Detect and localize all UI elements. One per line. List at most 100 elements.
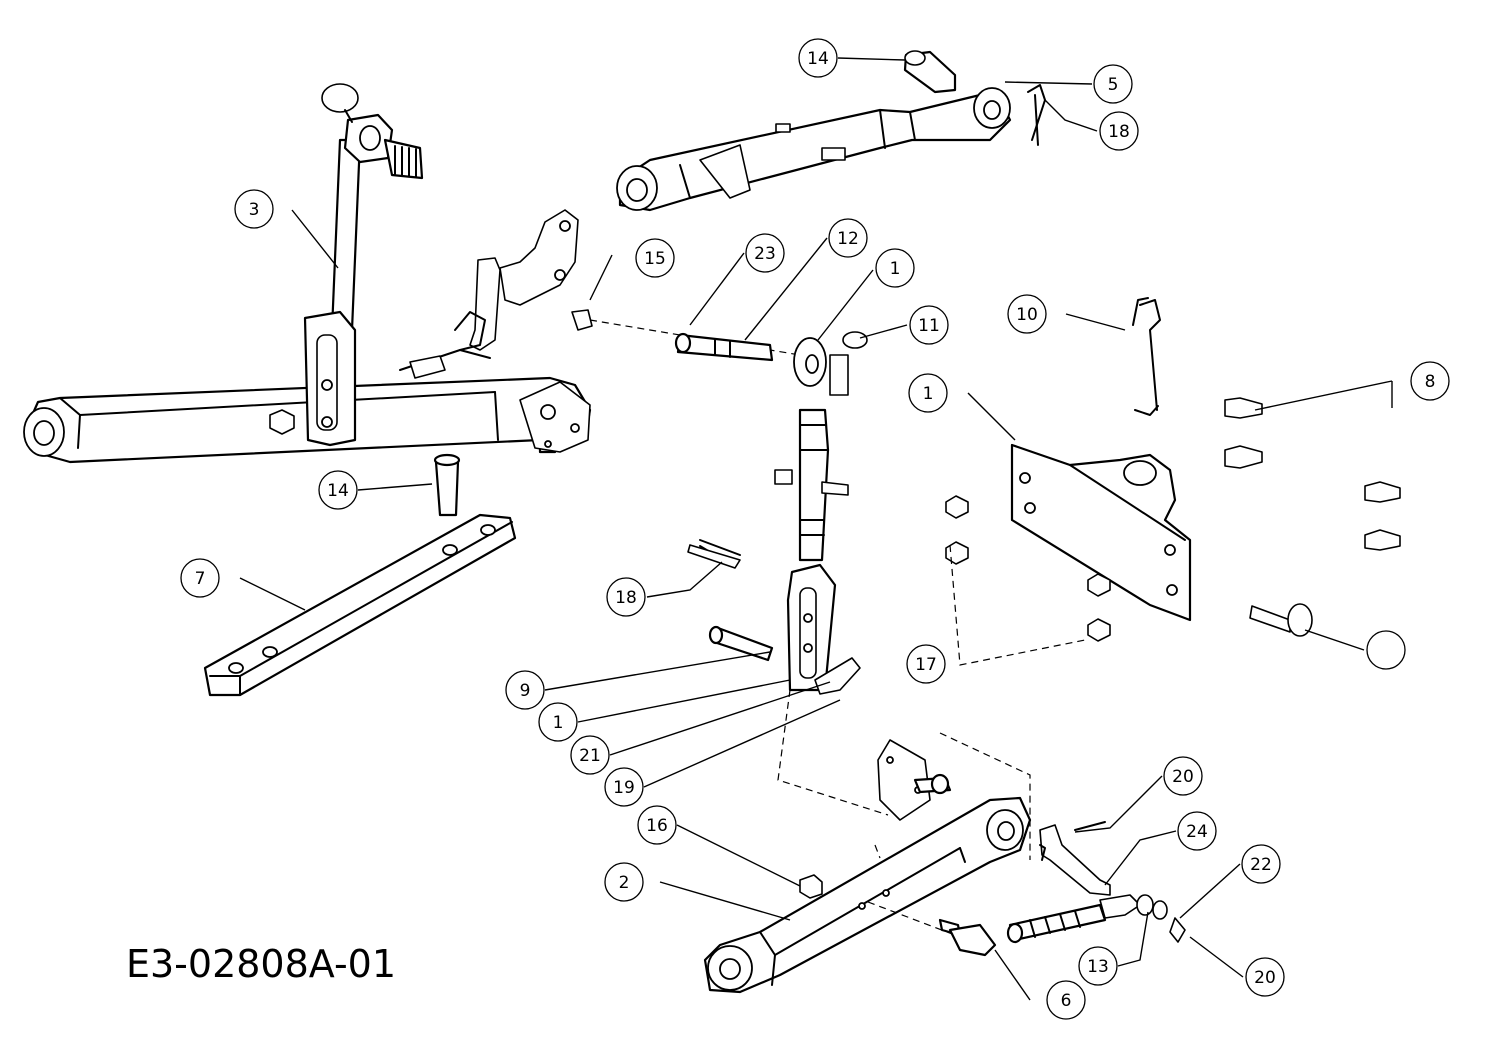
callout-circle bbox=[180, 558, 220, 598]
callout-14-12: 14 bbox=[318, 470, 358, 510]
callout-24-23: 24 bbox=[1177, 811, 1217, 851]
callout-circle bbox=[234, 189, 274, 229]
callout-18-14: 18 bbox=[606, 577, 646, 617]
callout-9-17: 9 bbox=[505, 670, 545, 710]
callout-label: 1 bbox=[553, 713, 564, 733]
callout-circle bbox=[538, 702, 578, 742]
callout-label: 8 bbox=[1425, 372, 1436, 392]
callout-6-28: 6 bbox=[1046, 980, 1086, 1020]
mount-bolts bbox=[945, 397, 1401, 642]
callout-17-16: 17 bbox=[906, 644, 946, 684]
callout-circle bbox=[908, 373, 948, 413]
hitch-pin-right bbox=[1132, 297, 1313, 637]
callout-circle bbox=[798, 38, 838, 78]
drawbar-pin bbox=[433, 453, 461, 517]
callout-15-4: 15 bbox=[635, 238, 675, 278]
callout-20-27: 20 bbox=[1245, 957, 1285, 997]
callout-circle bbox=[1245, 957, 1285, 997]
callout-circle bbox=[1007, 294, 1047, 334]
mount-plate bbox=[1010, 443, 1192, 622]
callout-3-3: 3 bbox=[234, 189, 274, 229]
callout-22-24: 22 bbox=[1241, 844, 1281, 884]
callout-label: 14 bbox=[327, 481, 349, 501]
callout-label: 1 bbox=[890, 259, 901, 279]
callout-label: 18 bbox=[1108, 122, 1130, 142]
callout-blank-15 bbox=[1366, 630, 1406, 670]
callout-circle bbox=[604, 862, 644, 902]
callout-7-13: 7 bbox=[180, 558, 220, 598]
right-lower-lift-arm bbox=[703, 739, 1032, 994]
left-lift-rod bbox=[303, 83, 424, 447]
callout-label: 24 bbox=[1186, 822, 1208, 842]
callout-label: 7 bbox=[195, 569, 206, 589]
callout-circle bbox=[906, 644, 946, 684]
callout-label: 6 bbox=[1061, 991, 1072, 1011]
callout-label: 5 bbox=[1108, 75, 1119, 95]
callout-circle bbox=[1078, 946, 1118, 986]
callout-5-1: 5 bbox=[1093, 64, 1133, 104]
callout-circle bbox=[1099, 111, 1139, 151]
callout-circle bbox=[635, 238, 675, 278]
callout-label: 19 bbox=[613, 778, 635, 798]
callout-label: 12 bbox=[837, 229, 859, 249]
callout-label: 16 bbox=[646, 816, 668, 836]
check-chain-assembly bbox=[938, 821, 1186, 957]
callout-circle bbox=[606, 577, 646, 617]
diagram-code: E3-02808A-01 bbox=[126, 942, 397, 986]
callout-label: 20 bbox=[1254, 968, 1276, 988]
callout-11-9: 11 bbox=[909, 305, 949, 345]
callout-circle bbox=[1177, 811, 1217, 851]
callout-circle bbox=[875, 248, 915, 288]
callout-label: 17 bbox=[915, 655, 937, 675]
callout-label: 11 bbox=[918, 316, 940, 336]
callout-circle bbox=[1241, 844, 1281, 884]
callout-label: 21 bbox=[579, 746, 601, 766]
callout-circle bbox=[505, 670, 545, 710]
callout-19-20: 19 bbox=[604, 767, 644, 807]
top-link bbox=[616, 50, 1046, 212]
center-lift-link bbox=[687, 408, 861, 695]
callout-21-19: 21 bbox=[570, 735, 610, 775]
callout-8-11: 8 bbox=[1410, 361, 1450, 401]
callout-label: 9 bbox=[520, 681, 531, 701]
callout-13-26: 13 bbox=[1078, 946, 1118, 986]
callout-1-10: 1 bbox=[908, 373, 948, 413]
drawbar bbox=[203, 513, 517, 697]
callout-label: 20 bbox=[1172, 767, 1194, 787]
leader-lines bbox=[239, 57, 1393, 1001]
callout-23-5: 23 bbox=[745, 233, 785, 273]
callout-1-18: 1 bbox=[538, 702, 578, 742]
callout-circle bbox=[604, 767, 644, 807]
callout-label: 22 bbox=[1250, 855, 1272, 875]
callout-label: 1 bbox=[923, 384, 934, 404]
callout-18-2: 18 bbox=[1099, 111, 1139, 151]
callout-14-0: 14 bbox=[798, 38, 838, 78]
callout-circle bbox=[318, 470, 358, 510]
callout-circle bbox=[637, 805, 677, 845]
center-pin-assembly bbox=[571, 309, 868, 396]
callout-label: 10 bbox=[1016, 305, 1038, 325]
callout-label: 14 bbox=[807, 49, 829, 69]
callout-circle bbox=[1046, 980, 1086, 1020]
callout-circle bbox=[745, 233, 785, 273]
callout-circle bbox=[570, 735, 610, 775]
callout-10-8: 10 bbox=[1007, 294, 1047, 334]
callout-2-25: 2 bbox=[604, 862, 644, 902]
callout-circle bbox=[1366, 630, 1406, 670]
callout-16-22: 16 bbox=[637, 805, 677, 845]
callout-20-21: 20 bbox=[1163, 756, 1203, 796]
callout-1-7: 1 bbox=[875, 248, 915, 288]
callout-label: 3 bbox=[249, 200, 260, 220]
callout-label: 13 bbox=[1087, 957, 1109, 977]
callout-circle bbox=[1093, 64, 1133, 104]
callout-circle bbox=[1410, 361, 1450, 401]
callout-label: 23 bbox=[754, 244, 776, 264]
callout-circle bbox=[1163, 756, 1203, 796]
callout-label: 15 bbox=[644, 249, 666, 269]
callout-circle bbox=[909, 305, 949, 345]
callout-label: 18 bbox=[615, 588, 637, 608]
callout-circle bbox=[828, 218, 868, 258]
